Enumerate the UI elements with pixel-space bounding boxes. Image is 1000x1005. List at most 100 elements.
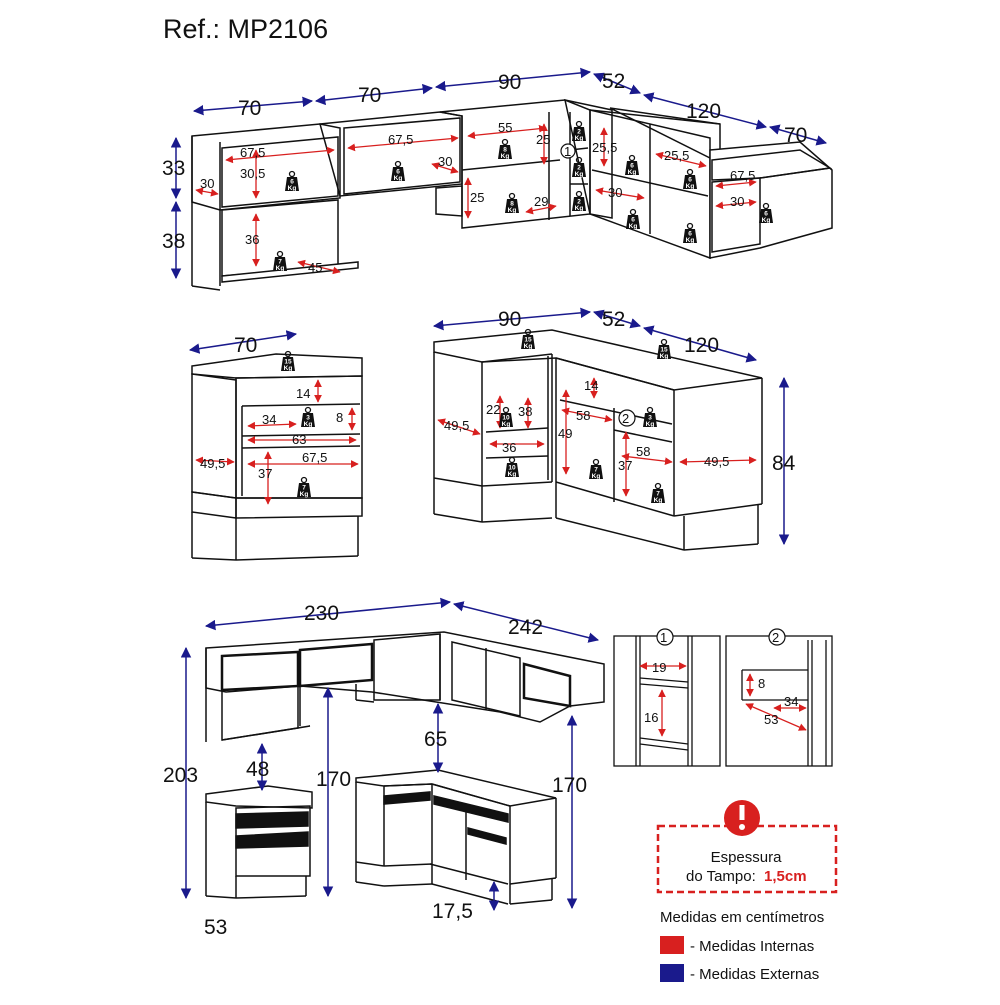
note-line-2-value: 1,5cm [764,868,807,885]
lr-int-2: 38 [518,404,532,419]
lower-right-external-labels: 90 52 120 84 [498,308,796,475]
detail-2-value-3: 53 [764,712,778,727]
weight-icon: 8Kg [505,192,519,214]
upper-int-16: 30 [730,194,744,209]
legend-label-internal: - Medidas Internas [690,938,814,955]
upper-height-1: 33 [162,157,185,180]
upper-int-8: 55 [498,120,512,135]
lr-int-4: 36 [502,440,516,455]
weight-icon: 2Kg [572,190,586,212]
lower-right-drawing [433,329,763,551]
detail-marker-1: 1 [564,144,571,159]
overview-labels: 230 242 203 170 170 48 53 65 17,5 [163,602,587,939]
weight-value: 6 [630,163,634,170]
lr-int-3: 49,5 [444,418,469,433]
weight-unit: Kg [660,353,669,360]
weight-value: 6 [631,217,635,224]
weight-unit: Kg [394,175,403,182]
weight-unit: Kg [628,169,637,176]
weight-unit: Kg [686,183,695,190]
weight-value: 10 [508,465,516,472]
weight-value: 2 [577,199,581,206]
ll-int-4: 63 [292,432,306,447]
weight-icon: 3Kg [301,406,315,428]
detail-2-value-2: 34 [784,694,798,709]
weight-value: 8 [510,201,514,208]
note-line-1: Espessura [711,849,783,866]
upper-width-6: 70 [784,124,807,147]
weight-unit: Kg [508,471,517,478]
legend: Medidas em centímetros - Medidas Interna… [660,909,824,983]
detail-2-box [725,635,833,767]
upper-int-11: 29 [534,194,548,209]
upper-int-5: 45 [308,260,322,275]
weight-unit: Kg [524,343,533,350]
weight-unit: Kg [284,365,293,372]
weight-value: 8 [503,147,507,154]
overview-external-dims [180,597,600,912]
upper-internal-dims [195,123,757,275]
weight-icon: 6Kg [759,202,773,224]
weight-unit: Kg [300,491,309,498]
lower-right-internal-dims [437,377,757,497]
legend-title: Medidas em centímetros [660,909,824,926]
overview-height-right: 170 [552,774,587,797]
detail-2-dims [745,673,807,731]
overview-depth-lower: 53 [204,916,227,939]
overview-height-left: 170 [316,768,351,791]
upper-width-2: 70 [358,84,381,107]
lr-height: 84 [772,452,796,475]
ll-int-7: 49,5 [200,456,225,471]
weight-icons: 6Kg7Kg6Kg8Kg8Kg2Kg2Kg2Kg6Kg6Kg6Kg6Kg6Kg1… [273,120,773,504]
weight-icon: 2Kg [572,156,586,178]
detail-1-box [613,635,721,767]
note-line-2-prefix: do Tampo: [686,868,756,885]
weight-icon: 7Kg [589,458,603,480]
lr-int-8: 58 [636,444,650,459]
lower-left-external-dims [188,330,298,354]
weight-value: 7 [302,485,306,492]
detail-1-dims [639,662,687,737]
upper-int-4: 36 [245,232,259,247]
weight-value: 15 [284,359,292,366]
upper-internal-labels: 67,5 30,5 30 36 45 67,5 30 55 25 25 29 2… [200,120,755,275]
title: Ref.: MP2106 [163,14,328,44]
lr-width-3: 120 [684,334,719,357]
weight-unit: Kg [762,217,771,224]
weight-icon: 6Kg [683,222,697,244]
lr-int-7: 49 [558,426,572,441]
upper-external-labels: 70 70 90 52 120 70 33 38 [162,70,807,253]
weight-unit: Kg [575,171,584,178]
weight-icon: 6Kg [285,170,299,192]
weight-unit: Kg [304,421,313,428]
ll-int-3: 8 [336,410,343,425]
weight-icon: 6Kg [625,154,639,176]
weight-unit: Kg [276,265,285,272]
weight-unit: Kg [646,421,655,428]
detail-2-label: 2 [772,630,779,645]
detail-2-value-1: 8 [758,676,765,691]
upper-int-12: 25,5 [592,140,617,155]
weight-value: 2 [577,165,581,172]
lr-width-2: 52 [602,308,625,331]
lr-int-5: 14 [584,378,598,393]
weight-unit: Kg [501,153,510,160]
lower-left-internal-dims [195,379,359,505]
weight-value: 7 [656,491,660,498]
legend-label-external: - Medidas Externas [690,966,819,983]
lr-int-9: 37 [618,458,632,473]
overview-drawing [205,631,605,905]
legend-swatch-internal [660,936,684,954]
lower-right-internal-labels: 22 38 49,5 36 14 58 49 58 37 49,5 [444,378,729,473]
lr-int-1: 22 [486,402,500,417]
weight-unit: Kg [502,421,511,428]
upper-height-2: 38 [162,230,185,253]
weight-icon: 8Kg [498,138,512,160]
overview-width-1: 230 [304,602,339,625]
lower-left-internal-labels: 14 34 8 63 67,5 37 49,5 [200,386,343,481]
detail-1-label: 1 [660,630,667,645]
